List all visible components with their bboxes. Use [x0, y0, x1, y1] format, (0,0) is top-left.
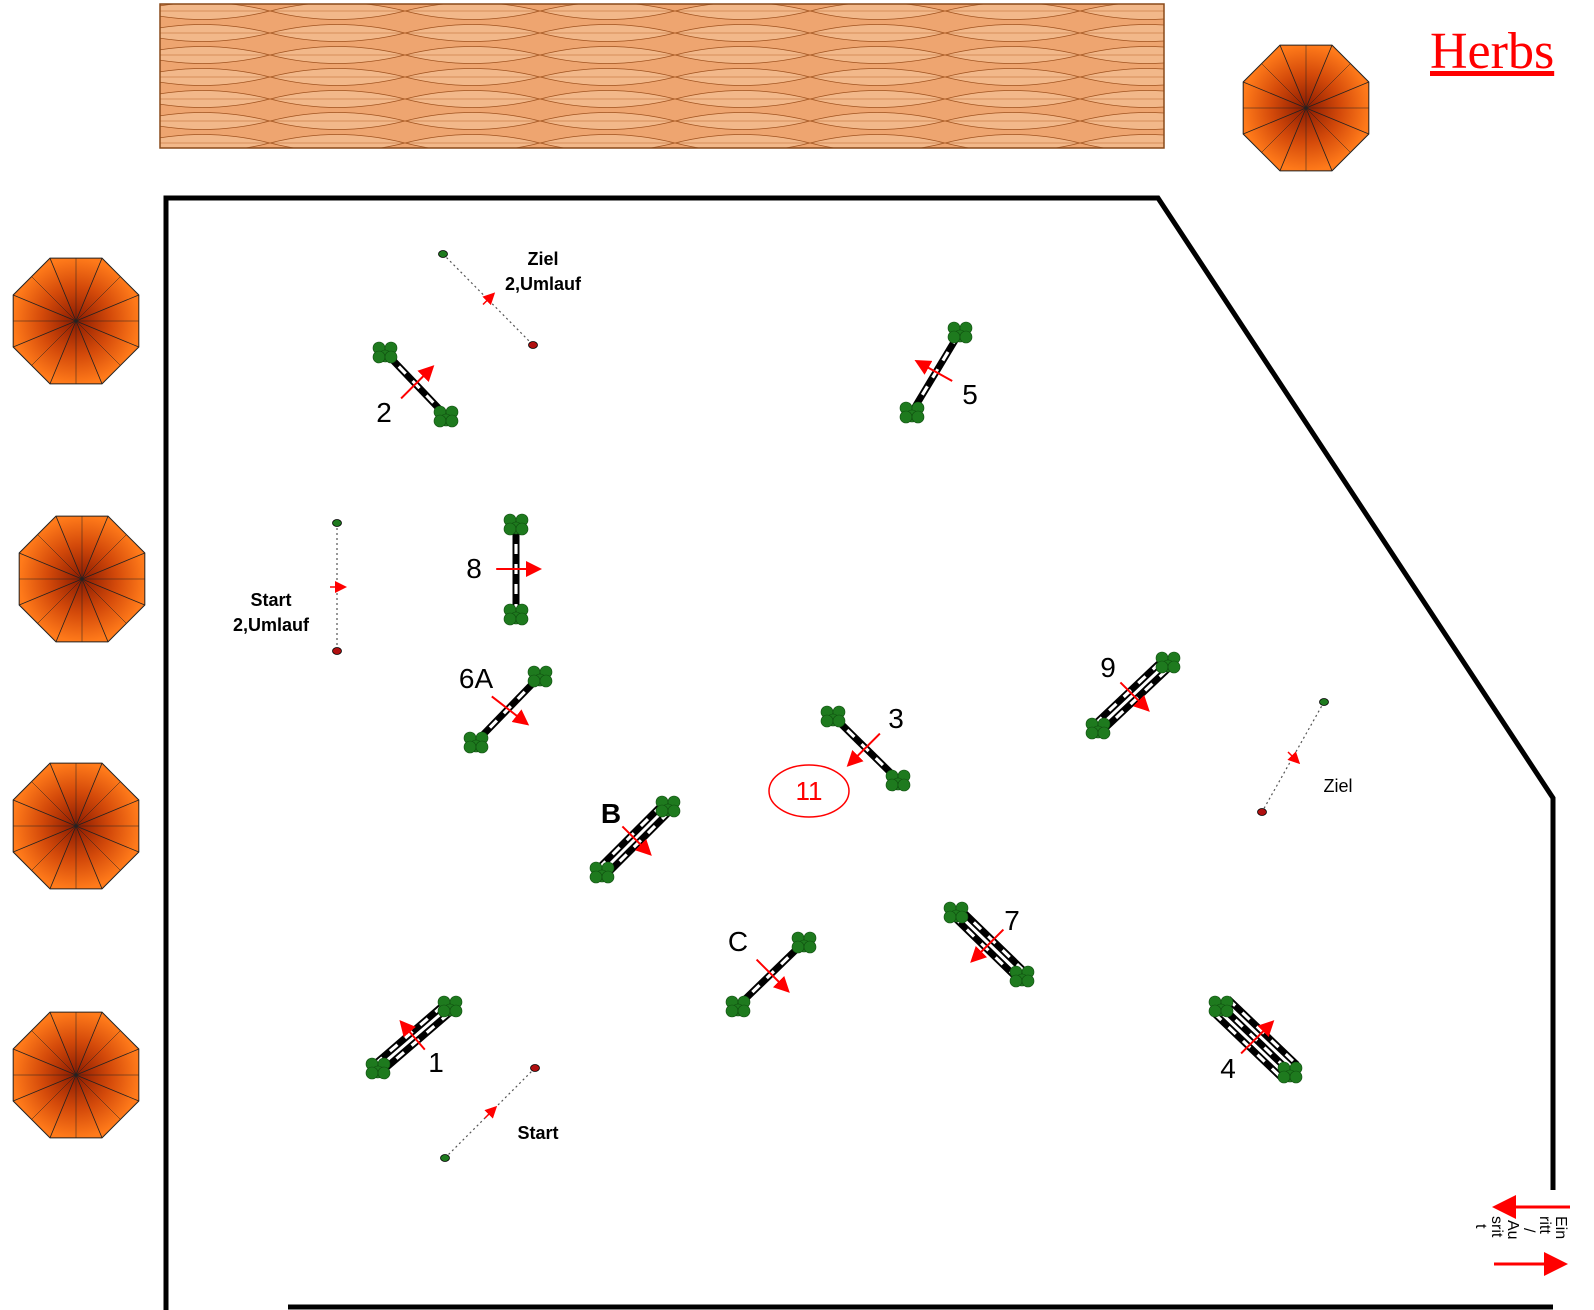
- obstacle-label: 1: [428, 1047, 444, 1078]
- direction-arrow: [970, 928, 1005, 963]
- obstacle-label: 8: [466, 553, 482, 584]
- start-round2-label: Start: [250, 590, 291, 610]
- obstacle-label: 9: [1100, 652, 1116, 683]
- svg-text:Au: Au: [1504, 1220, 1521, 1240]
- entry-exit-label: Ein ritt / Au srit t: [1472, 1216, 1569, 1240]
- obstacle-label: 6A: [459, 663, 494, 694]
- umbrella-icon: [12, 1011, 140, 1139]
- obstacle: [372, 341, 459, 428]
- finish-round2-line: [438, 250, 538, 349]
- obstacle-label: 5: [962, 379, 978, 410]
- direction-arrow: [846, 732, 881, 767]
- svg-text:srit: srit: [1488, 1216, 1505, 1238]
- umbrella-icon: [18, 515, 146, 643]
- start-round2-line: [330, 519, 347, 655]
- obstacle-label: C: [728, 926, 748, 957]
- obstacle: [1085, 651, 1181, 740]
- direction-arrow: [491, 695, 530, 726]
- svg-text:t: t: [1472, 1224, 1489, 1229]
- obstacle: [463, 665, 553, 754]
- finish-line: [1257, 698, 1329, 816]
- umbrella-icon: [12, 257, 140, 385]
- page-title: Herbs: [1430, 23, 1555, 80]
- obstacle-label: 4: [1220, 1053, 1236, 1084]
- svg-text:ritt: ritt: [1536, 1216, 1553, 1234]
- obstacle-label: 7: [1004, 905, 1020, 936]
- umbrella-icon: [1242, 44, 1370, 172]
- direction-arrow: [755, 958, 790, 993]
- obstacle: [365, 995, 463, 1080]
- obstacle: [589, 795, 681, 884]
- wooden-wall: [159, 3, 1165, 149]
- direction-arrow: [1240, 1020, 1275, 1055]
- svg-text:Ein: Ein: [1552, 1216, 1569, 1239]
- direction-arrow: [400, 365, 435, 400]
- direction-arrow: [914, 360, 953, 382]
- obstacle: [943, 901, 1035, 988]
- finish-round2-label: Ziel: [527, 249, 558, 269]
- obstacle: [496, 513, 542, 626]
- marker-label: 11: [796, 776, 823, 806]
- obstacle-label: 2: [376, 397, 392, 428]
- obstacle: [725, 931, 817, 1018]
- arena-border: [163, 195, 1556, 1310]
- start-label: Start: [517, 1123, 558, 1143]
- obstacle-label: 3: [888, 703, 904, 734]
- obstacle-label: B: [601, 798, 621, 829]
- obstacle: [820, 705, 911, 792]
- direction-arrow: [399, 1019, 426, 1051]
- obstacle: [1208, 995, 1303, 1084]
- umbrella-icon: [12, 762, 140, 890]
- finish-round2-sublabel: 2,Umlauf: [505, 274, 582, 294]
- svg-text:/: /: [1520, 1228, 1537, 1233]
- direction-arrow: [1119, 681, 1150, 712]
- finish-label: Ziel: [1323, 776, 1352, 796]
- marker-ellipse: [768, 764, 850, 818]
- start-round2-sublabel: 2,Umlauf: [233, 615, 310, 635]
- start-line: [440, 1064, 540, 1162]
- direction-arrow: [621, 825, 652, 856]
- obstacle: [899, 321, 973, 424]
